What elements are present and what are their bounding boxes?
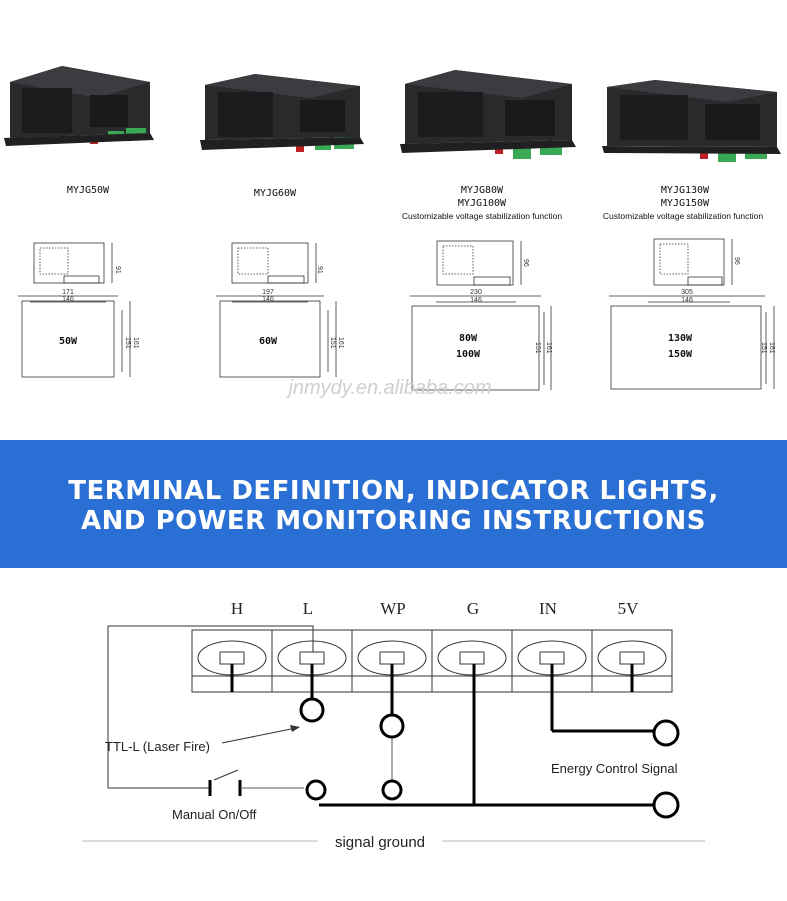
terminal-label-wp: WP <box>380 599 406 618</box>
banner-title-line2: AND POWER MONITORING INSTRUCTIONS <box>81 506 706 536</box>
wp-ground-node <box>381 779 403 801</box>
terminal-g <box>437 640 507 676</box>
product-3-power-b: 100W <box>456 349 481 360</box>
product-3-dim-h2: 161 <box>545 342 552 354</box>
product-1-height: 91 <box>114 266 121 274</box>
product-2-dim-h1: 151 <box>329 337 336 349</box>
product-4-power-a: 130W <box>668 333 693 344</box>
product-3-top-width: 230 <box>470 289 482 296</box>
switch-node <box>305 779 327 801</box>
energy-control-node <box>652 719 680 747</box>
watermark: jnmydy.en.alibaba.com <box>285 377 491 399</box>
dimension-drawing-1 <box>18 242 131 378</box>
product-3-dim-h1: 151 <box>534 342 541 354</box>
product-1-power: 50W <box>59 336 78 347</box>
product-4-power-b: 150W <box>668 349 693 360</box>
product-2-dim-h2: 161 <box>337 337 344 349</box>
product-4-dim-h2: 161 <box>768 342 775 354</box>
terminal-label-l: L <box>303 599 313 618</box>
wp-node <box>379 713 405 739</box>
terminal-label-h: H <box>231 599 243 618</box>
terminal-label-in: IN <box>539 599 557 618</box>
product-4-inner-width: 146 <box>681 297 693 304</box>
product-4-model-b: MYJG150W <box>661 198 710 209</box>
section-banner: TERMINAL DEFINITION, INDICATOR LIGHTS, A… <box>0 440 787 568</box>
dimension-drawing-4 <box>609 238 775 390</box>
product-photo-3 <box>400 70 576 159</box>
product-3-inner-width: 146 <box>470 297 482 304</box>
product-3-height: 96 <box>522 259 529 267</box>
banner-title-line1: TERMINAL DEFINITION, INDICATOR LIGHTS, <box>68 476 719 506</box>
terminal-label-g: G <box>467 599 479 618</box>
energy-control-label: Energy Control Signal <box>551 761 678 776</box>
product-photo-2 <box>200 74 364 152</box>
product-2-height: 91 <box>316 266 323 274</box>
ttl-l-node <box>299 697 325 723</box>
product-3-note: Customizable voltage stabilization funct… <box>402 211 562 221</box>
product-4-dim-h1: 151 <box>760 342 767 354</box>
product-4-top-width: 305 <box>681 289 693 296</box>
product-1-dim-h1: 151 <box>124 337 131 349</box>
ttl-l-label: TTL-L (Laser Fire) <box>105 739 210 754</box>
dimension-drawing-3 <box>410 240 552 391</box>
product-1-dim-h2: 161 <box>132 337 139 349</box>
product-2-power: 60W <box>259 336 278 347</box>
manual-switch-label: Manual On/Off <box>172 807 257 822</box>
product-photo-1 <box>4 66 154 146</box>
product-photo-4 <box>602 80 781 162</box>
product-3-model-a: MYJG80W <box>461 185 504 196</box>
product-4-note: Customizable voltage stabilization funct… <box>603 211 763 221</box>
product-2-inner-width: 146 <box>262 296 274 303</box>
product-3-power-a: 80W <box>459 333 478 344</box>
product-4-model-a: MYJG130W <box>661 185 710 196</box>
signal-ground-label: signal ground <box>335 834 425 851</box>
dimension-drawing-2 <box>216 242 337 378</box>
terminal-label-5v: 5V <box>618 599 640 618</box>
product-1-model: MYJG50W <box>67 185 110 196</box>
product-2-model: MYJG60W <box>254 188 297 199</box>
product-1-top-width: 171 <box>62 289 74 296</box>
product-2-top-width: 197 <box>262 289 274 296</box>
product-1-inner-width: 146 <box>62 296 74 303</box>
product-3-model-b: MYJG100W <box>458 198 507 209</box>
product-4-height: 96 <box>733 257 740 265</box>
ground-node <box>652 791 680 819</box>
product-overview: MYJG50W MYJG60W MYJG80W MYJG100W Customi… <box>4 66 781 399</box>
wiring-diagram: H L WP G IN 5V <box>82 599 705 851</box>
